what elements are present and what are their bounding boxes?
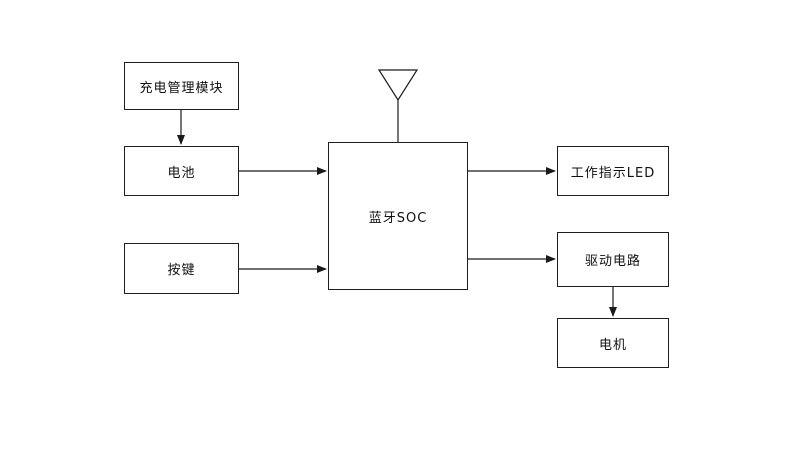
node-charging-module: 充电管理模块 bbox=[124, 62, 239, 110]
antenna-icon bbox=[377, 69, 419, 142]
node-work-indicator-led-label: 工作指示LED bbox=[570, 165, 656, 181]
node-motor-label: 电机 bbox=[598, 337, 627, 353]
node-work-indicator-led: 工作指示LED bbox=[557, 146, 669, 196]
node-driver-circuit: 驱动电路 bbox=[557, 232, 669, 287]
node-charging-module-label: 充电管理模块 bbox=[139, 80, 224, 96]
node-bluetooth-soc-label: 蓝牙SOC bbox=[368, 210, 428, 226]
node-button: 按键 bbox=[124, 243, 239, 294]
node-battery-label: 电池 bbox=[167, 165, 196, 181]
node-driver-circuit-label: 驱动电路 bbox=[584, 254, 641, 269]
node-bluetooth-soc: 蓝牙SOC bbox=[328, 142, 468, 290]
node-battery: 电池 bbox=[124, 146, 239, 196]
node-button-label: 按键 bbox=[167, 263, 196, 278]
node-motor: 电机 bbox=[557, 318, 669, 368]
